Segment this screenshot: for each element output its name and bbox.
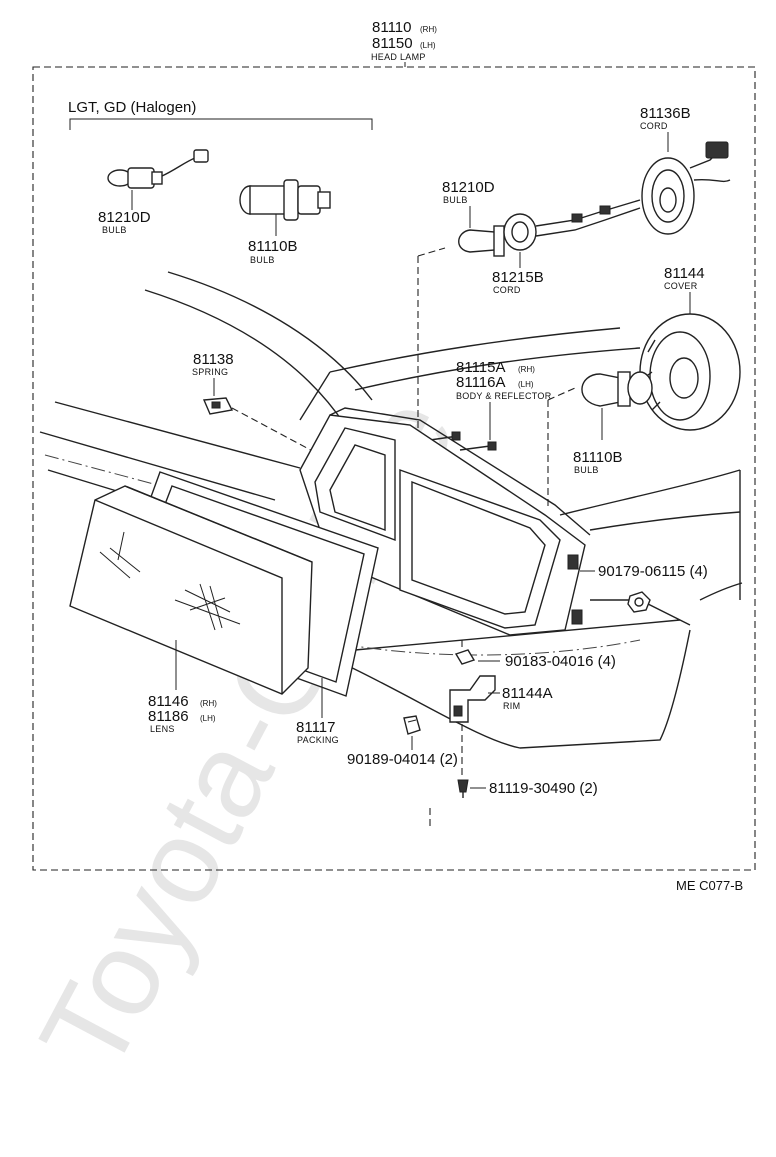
nut-a-drawing: [627, 591, 651, 613]
bulb-rear-name: BULB: [574, 465, 599, 475]
clip-drawing: [403, 715, 421, 735]
cover-number: 81144: [664, 265, 705, 282]
assembly-frame: [32, 66, 756, 871]
spring-name: SPRING: [192, 367, 228, 377]
body-reflector-number-lh: 81116A: [456, 374, 506, 391]
lens-suffix-rh: (RH): [200, 699, 217, 708]
rim-drawing: [449, 675, 496, 723]
cover-name: COVER: [664, 281, 698, 291]
body-reflector-number-rh: 81115A: [456, 359, 506, 376]
packing-number: 81117: [296, 719, 336, 736]
lens-number-lh: 81186: [148, 708, 189, 725]
lens-drawing: [69, 485, 313, 695]
spring-number: 81138: [193, 351, 234, 368]
bulb-rear-drawing: [581, 371, 653, 407]
nut-b-drawing: [454, 649, 476, 665]
bolt-drawing: [429, 431, 497, 451]
nut-b-number: 90183-04016 (4): [505, 653, 616, 670]
cord-number: 81136B: [640, 105, 691, 122]
cord-socket-name: CORD: [493, 285, 521, 295]
bulb-halogen-large-number: 81110B: [248, 238, 298, 255]
lens-number-rh: 81146: [148, 693, 189, 710]
lens-name: LENS: [150, 724, 175, 734]
bulb-halogen-large-drawing: [239, 179, 331, 221]
screw-drawing: [457, 779, 469, 798]
packing-name: PACKING: [297, 735, 339, 745]
bulb-halogen-small-drawing: [107, 149, 209, 189]
bulb-halogen-large-name: BULB: [250, 255, 275, 265]
spring-dash-line: [231, 407, 321, 456]
clip-number: 90189-04014 (2): [347, 751, 458, 768]
variant-bracket: [69, 118, 373, 130]
cord-socket-number: 81215B: [492, 269, 544, 286]
header-part-rh: 81110: [372, 19, 412, 36]
bulb-halogen-small-number: 81210D: [98, 209, 151, 226]
body-reflector-name: BODY & REFLECTOR: [456, 391, 552, 401]
bulb-upper-drawing: [458, 199, 641, 257]
screw-number: 81119-30490 (2): [489, 780, 598, 797]
bulb-rear-number: 81110B: [573, 449, 623, 466]
variant-label: LGT, GD (Halogen): [68, 99, 196, 116]
cord-drawing: [641, 141, 731, 235]
body-reflector-suffix-rh: (RH): [518, 365, 535, 374]
bulb-rear-dash-line: [547, 387, 576, 508]
rim-name: RIM: [503, 701, 520, 711]
header-part-lh: 81150: [372, 35, 413, 52]
lens-suffix-lh: (LH): [200, 714, 216, 723]
nut-a-number: 90179-06115 (4): [598, 563, 708, 580]
header-suffix-lh: (LH): [420, 41, 436, 50]
cord-name: CORD: [640, 121, 668, 131]
spring-drawing: [202, 397, 234, 415]
cover-drawing: [639, 313, 741, 431]
diagram-code: ME C077-B: [676, 878, 743, 893]
header-suffix-rh: (RH): [420, 25, 437, 34]
bulb-halogen-small-name: BULB: [102, 225, 127, 235]
header-group: 81110 (RH) 81150 (LH) HEAD LAMP: [371, 19, 437, 62]
header-name: HEAD LAMP: [371, 52, 426, 62]
bulb-upper-number: 81210D: [442, 179, 495, 196]
bulb-upper-dash-line: [417, 247, 446, 432]
rim-number: 81144A: [502, 685, 553, 702]
body-reflector-drawing: [299, 407, 591, 636]
body-reflector-suffix-lh: (LH): [518, 380, 534, 389]
bulb-upper-name: BULB: [443, 195, 468, 205]
